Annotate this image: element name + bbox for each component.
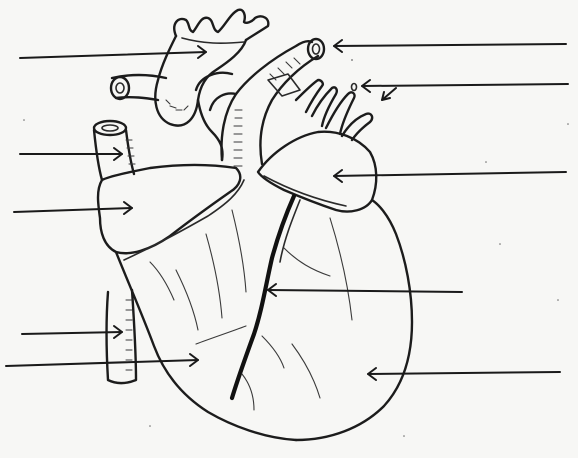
label-arrow-left-3 — [14, 202, 132, 214]
pulmonary-trunk — [196, 73, 300, 110]
left-atrium — [258, 132, 376, 212]
label-arrow-right-5 — [368, 368, 560, 380]
aortic-arch-branches — [174, 10, 268, 40]
label-arrow-right-4 — [268, 284, 462, 296]
label-arrow-right-3 — [334, 170, 566, 182]
left-ventricle — [284, 200, 412, 440]
label-arrow-left-2 — [20, 148, 122, 160]
inferior-vena-cava — [107, 290, 137, 383]
paper-specks — [23, 59, 569, 437]
label-arrow-right-1 — [334, 40, 566, 52]
coronary-vessel — [232, 196, 300, 410]
label-arrow-left-1 — [20, 46, 206, 58]
label-arrow-right-2 — [362, 80, 568, 100]
right-ventricle — [116, 180, 296, 440]
label-arrow-left-5 — [6, 354, 198, 366]
pulmonary-veins — [296, 80, 372, 140]
pulmonary-artery — [222, 39, 324, 166]
